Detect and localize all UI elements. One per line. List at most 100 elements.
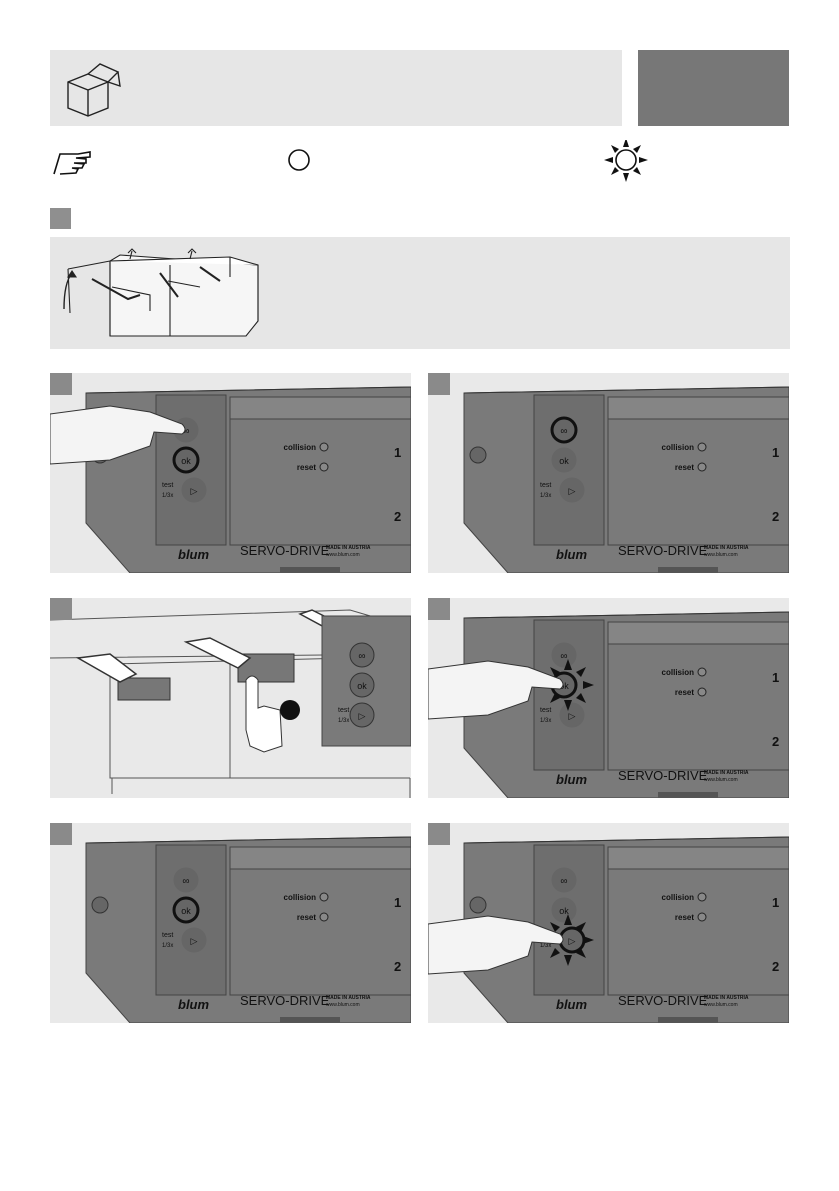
panel-3: ∞ ok ▷ test 1/3x [50,598,411,798]
hand-pressing-illustration [428,660,564,720]
button-label-play: ▷ [569,936,576,946]
led-label-collision: collision [662,668,695,677]
made-in-label: MADE IN AUSTRIA [326,995,371,1001]
test-button[interactable] [181,927,207,953]
test-button[interactable] [559,702,585,728]
brand-logo: blum [178,547,209,562]
button-label-play: ▷ [569,486,576,496]
button-label-ok: ok [181,906,191,916]
brand-logo: blum [556,547,587,562]
led-label-reset: reset [675,913,694,922]
channel-2-label: 2 [394,959,401,974]
test-sub-label: 1/3x [540,493,551,499]
servo-drive-unit: ∞ ok ▷ test 1/3x collision reset 1 2 blu… [463,611,789,798]
cabinet-illustration [63,248,259,337]
ok-button[interactable] [551,447,577,473]
button-label-link: ∞ [560,876,567,887]
servo-drive-unit: ∞ ok ▷ test 1/3x collision reset 1 2 blu… [463,836,789,1023]
test-sub-label: 1/3x [162,493,173,499]
header-band [50,50,622,126]
channel-2-label: 2 [772,509,779,524]
test-sub-label: 1/3x [338,718,349,724]
test-label: test [540,482,551,489]
panel-6: ∞ ok ▷ test 1/3x collision reset 1 2 blu… [428,823,789,1023]
button-label-ok: ok [559,681,569,691]
brand-logo: blum [178,997,209,1012]
ok-button[interactable] [172,446,200,474]
panel-4: ∞ ok ▷ test 1/3x collision reset 1 2 blu… [428,598,789,798]
product-name: SERVO-DRIVE [240,993,330,1008]
channel-1-label: 1 [394,895,401,910]
collision-led-icon [319,892,329,902]
product-name: SERVO-DRIVE [240,543,330,558]
channel-2-label: 2 [394,509,401,524]
product-name: SERVO-DRIVE [618,543,708,558]
servo-drive-unit: ∞ ok ▷ test 1/3x collision reset 1 2 blu… [85,836,411,1023]
made-in-label: MADE IN AUSTRIA [704,545,749,551]
led-label-collision: collision [284,443,317,452]
step-number-circle [280,700,300,720]
website-label: www.blum.com [326,552,360,558]
channel-1-label: 1 [772,670,779,685]
link-button[interactable] [551,867,577,893]
test-sub-label: 1/3x [540,943,551,949]
link-button[interactable] [550,416,578,444]
button-label-ok: ok [559,456,569,466]
channel-2-label: 2 [772,734,779,749]
made-in-label: MADE IN AUSTRIA [326,545,371,551]
brand-logo: blum [556,772,587,787]
ok-button[interactable] [551,897,577,923]
test-sub-label: 1/3x [162,943,173,949]
link-button[interactable] [551,642,577,668]
led-label-collision: collision [662,893,695,902]
pointing-hand-icon [53,151,91,175]
button-label-ok: ok [181,456,191,466]
screw-icon [469,446,487,464]
hand-pressing-illustration [50,405,186,465]
brand-logo: blum [556,997,587,1012]
reset-led-icon [697,462,707,472]
header-section-tab [638,50,789,126]
channel-1-label: 1 [772,895,779,910]
test-button[interactable] [559,477,585,503]
button-label-link: ∞ [560,651,567,662]
made-in-label: MADE IN AUSTRIA [704,995,749,1001]
led-off-icon [288,149,310,171]
reset-led-icon [319,462,329,472]
panel-1: ∞ ok ▷ test 1/3x collision reset 1 2 blu… [50,373,411,573]
product-name: SERVO-DRIVE [618,768,708,783]
link-button[interactable] [173,867,199,893]
led-flashing-icon [604,138,648,182]
intro-band [50,237,790,349]
button-label-link: ∞ [182,426,189,437]
button-label-play: ▷ [359,711,366,721]
panel-step-label [428,598,450,620]
collision-led-icon [319,442,329,452]
channel-1-label: 1 [394,445,401,460]
channel-2-label: 2 [772,959,779,974]
test-button[interactable] [181,477,207,503]
reset-led-icon [697,687,707,697]
screw-icon [469,896,487,914]
button-label-play: ▷ [569,711,576,721]
test-label: test [162,482,173,489]
test-label: test [540,707,551,714]
panel-step-label [50,823,72,845]
button-label-link: ∞ [560,426,567,437]
reset-led-icon [697,912,707,922]
test-label: test [338,707,349,714]
collision-led-icon [697,892,707,902]
led-label-collision: collision [284,893,317,902]
ok-button[interactable] [172,896,200,924]
button-label-ok: ok [357,681,367,691]
button-label-play: ▷ [191,486,198,496]
panel-step-label [50,373,72,395]
button-label-ok: ok [559,906,569,916]
website-label: www.blum.com [704,1002,738,1008]
hand-pressing-illustration [428,915,564,975]
panel-2: ∞ ok ▷ test 1/3x collision reset 1 2 blu… [428,373,789,573]
panel-5: ∞ ok ▷ test 1/3x collision reset 1 2 blu… [50,823,411,1023]
test-label: test [162,932,173,939]
channel-1-label: 1 [772,445,779,460]
legend-row [50,138,790,190]
